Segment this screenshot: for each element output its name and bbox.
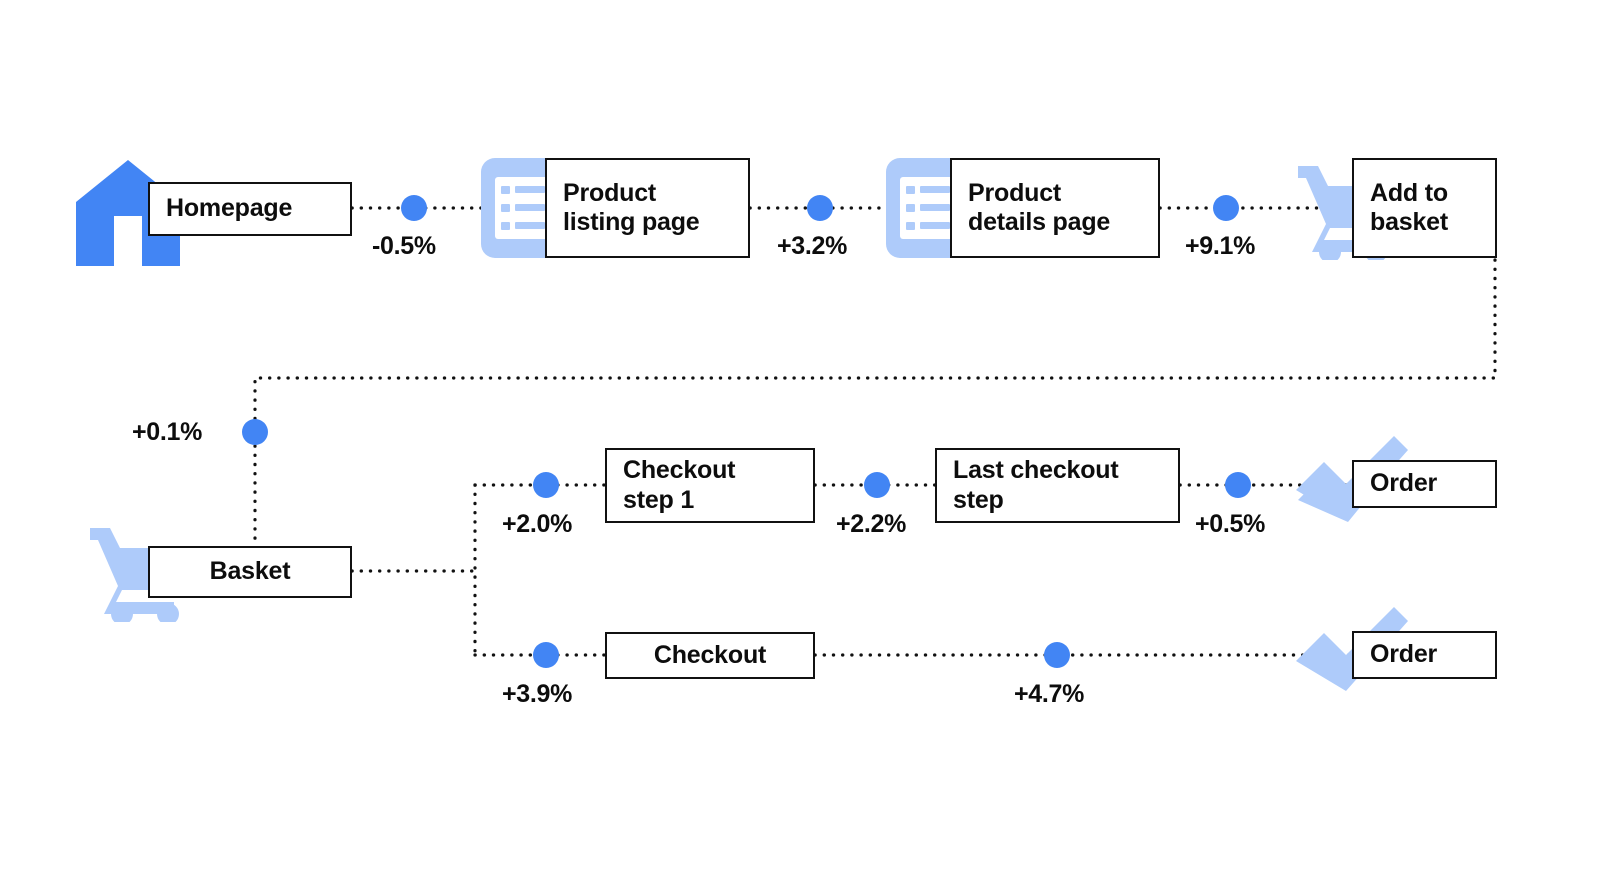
node-product-details-page[interactable]: Product details page <box>950 158 1160 258</box>
edge-dot <box>1213 195 1239 221</box>
edge-value: +2.0% <box>502 510 573 538</box>
node-basket[interactable]: Basket <box>148 546 352 598</box>
node-homepage[interactable]: Homepage <box>148 182 352 236</box>
node-label: Order <box>1370 469 1438 498</box>
node-label: Homepage <box>166 194 293 223</box>
node-last-checkout-step[interactable]: Last checkout step <box>935 448 1180 523</box>
edge-dot <box>807 195 833 221</box>
edge-dot <box>1044 642 1070 668</box>
node-label: Basket <box>209 557 291 586</box>
edge-dot <box>401 195 427 221</box>
edge-value: +2.2% <box>836 510 907 538</box>
node-label: Order <box>1370 640 1438 669</box>
node-checkout[interactable]: Checkout <box>605 632 815 679</box>
node-label: Checkout <box>653 640 767 669</box>
edge-dot <box>242 419 268 445</box>
node-add-to-basket[interactable]: Add to basket <box>1352 158 1497 258</box>
edge-value: +0.5% <box>1195 510 1266 538</box>
edge-dot <box>533 472 559 498</box>
edge-value: -0.5% <box>372 232 436 260</box>
edge-value: +0.1% <box>132 418 203 446</box>
edge-dot <box>1225 472 1251 498</box>
node-label: Add to basket <box>1370 178 1449 237</box>
edge-value: +3.2% <box>777 232 848 260</box>
edge-dot <box>533 642 559 668</box>
edge-dot <box>864 472 890 498</box>
node-checkout-step-1[interactable]: Checkout step 1 <box>605 448 815 523</box>
node-product-listing-page[interactable]: Product listing page <box>545 158 750 258</box>
node-label: Checkout step 1 <box>623 456 736 514</box>
node-label: Product details page <box>968 178 1111 237</box>
edge-value: +9.1% <box>1185 232 1256 260</box>
list-icon <box>481 158 567 258</box>
edge-value: +3.9% <box>502 680 573 708</box>
node-order-top[interactable]: Order <box>1352 460 1497 508</box>
edge-value: +4.7% <box>1014 680 1085 708</box>
node-order-bottom[interactable]: Order <box>1352 631 1497 679</box>
node-label: Last checkout step <box>953 456 1119 514</box>
node-label: Product listing page <box>563 178 700 237</box>
